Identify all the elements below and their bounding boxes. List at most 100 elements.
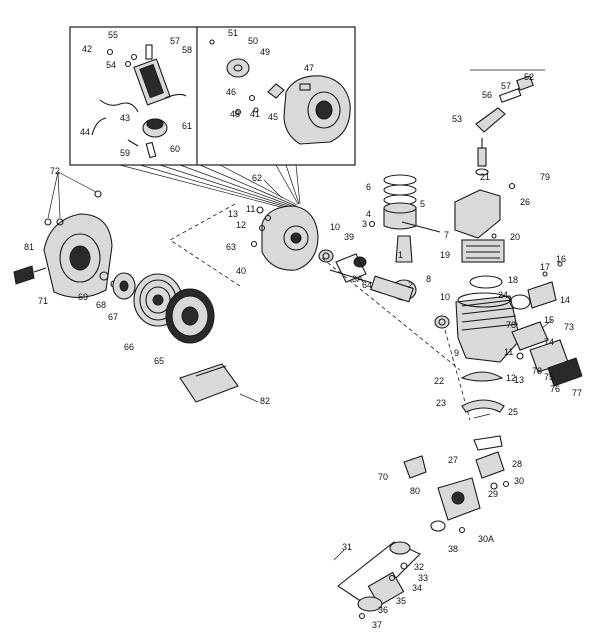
callout-33: 33 bbox=[418, 573, 428, 583]
callout-17: 17 bbox=[540, 262, 550, 272]
filter-element-35 bbox=[367, 571, 405, 607]
callout-57b: 57 bbox=[501, 81, 511, 91]
manual-82 bbox=[179, 363, 239, 403]
screw-79 bbox=[508, 182, 516, 190]
callout-69: 69 bbox=[78, 292, 88, 302]
callout-10b: 10 bbox=[440, 292, 450, 302]
washer-hole bbox=[233, 64, 243, 72]
ring-6b bbox=[383, 184, 417, 196]
callout-49: 49 bbox=[260, 47, 270, 57]
callout-41: 41 bbox=[250, 109, 260, 119]
muffler-group bbox=[509, 261, 583, 387]
crankshaft-64 bbox=[370, 275, 414, 303]
lead-wire bbox=[164, 93, 187, 99]
callout-27: 27 bbox=[448, 455, 458, 465]
callout-2: 2 bbox=[408, 280, 413, 290]
callout-60: 60 bbox=[170, 144, 180, 154]
gasket-74 bbox=[511, 321, 549, 351]
callout-82: 82 bbox=[260, 396, 270, 406]
callout-1: 1 bbox=[398, 250, 403, 260]
callout-12: 12 bbox=[236, 220, 246, 230]
carburetor-group bbox=[403, 451, 510, 534]
callout-7: 7 bbox=[444, 230, 449, 240]
leader-bundle bbox=[119, 164, 301, 211]
washer-11 bbox=[264, 214, 272, 222]
bearing-10a bbox=[318, 249, 334, 263]
callout-78b: 78 bbox=[532, 366, 542, 376]
screw-29 bbox=[490, 482, 498, 490]
cylinder-head-19 bbox=[461, 239, 505, 263]
screw-17 bbox=[542, 271, 548, 277]
washer-41 bbox=[253, 107, 259, 113]
callout-6: 6 bbox=[366, 182, 371, 192]
callout-11b: 11 bbox=[504, 347, 513, 357]
callout-64: 64 bbox=[362, 280, 372, 290]
gasket-27-plate bbox=[473, 435, 503, 451]
callout-13: 13 bbox=[228, 209, 238, 219]
wire-43 bbox=[99, 99, 139, 113]
fan-housing-group bbox=[209, 39, 351, 145]
callout-59: 59 bbox=[120, 148, 130, 158]
callout-54: 54 bbox=[106, 60, 116, 70]
cylinder-group bbox=[455, 292, 521, 363]
wire-44 bbox=[91, 117, 107, 136]
callout-70: 70 bbox=[378, 472, 388, 482]
callout-50: 50 bbox=[248, 36, 258, 46]
screw-34 bbox=[388, 574, 396, 582]
gasket-32 bbox=[389, 541, 411, 555]
ignition-module-group bbox=[91, 44, 187, 159]
crankcase-40 bbox=[261, 205, 319, 271]
callout-58: 58 bbox=[182, 45, 192, 55]
callout-42: 42 bbox=[82, 44, 92, 54]
callout-31: 31 bbox=[342, 542, 352, 552]
module-core bbox=[139, 63, 165, 99]
callout-23: 23 bbox=[436, 398, 446, 408]
gasket-38 bbox=[430, 520, 446, 532]
callout-63: 63 bbox=[226, 242, 236, 252]
callout-14: 14 bbox=[560, 295, 570, 305]
gasket-24 bbox=[509, 294, 531, 310]
callout-53: 53 bbox=[452, 114, 462, 124]
callout-39: 39 bbox=[344, 232, 354, 242]
callout-13b: 13 bbox=[514, 375, 524, 385]
callout-56: 56 bbox=[482, 90, 492, 100]
callout-43: 43 bbox=[120, 113, 130, 123]
inset-box bbox=[69, 26, 356, 166]
callout-81: 81 bbox=[24, 242, 34, 252]
filter-housing-31 bbox=[337, 541, 421, 607]
callout-34: 34 bbox=[412, 583, 422, 593]
bracket-45 bbox=[267, 83, 285, 99]
flywheel-65 bbox=[165, 288, 215, 344]
callout-10: 10 bbox=[330, 222, 340, 232]
insulator-23 bbox=[461, 399, 505, 413]
callout-57: 57 bbox=[170, 36, 180, 46]
callout-8: 8 bbox=[426, 274, 431, 284]
callout-36: 36 bbox=[378, 605, 388, 615]
callout-15: 15 bbox=[544, 315, 554, 325]
crankcase-group bbox=[250, 205, 319, 271]
screw-20 bbox=[491, 233, 497, 239]
callout-16: 16 bbox=[556, 254, 566, 264]
callout-51: 51 bbox=[228, 28, 238, 38]
callout-30a: 30A bbox=[478, 534, 494, 544]
callout-73: 73 bbox=[564, 322, 574, 332]
callout-72: 72 bbox=[50, 166, 60, 176]
callout-66: 66 bbox=[124, 342, 134, 352]
muffler-cover-77 bbox=[547, 357, 583, 387]
seal-12 bbox=[258, 224, 266, 232]
screw-13 bbox=[256, 206, 264, 214]
screw-16 bbox=[557, 261, 563, 267]
module-bracket bbox=[145, 44, 153, 60]
callout-47: 47 bbox=[304, 63, 314, 73]
wrist-pin-7 bbox=[401, 221, 441, 233]
screw-51 bbox=[209, 39, 215, 45]
air-filter-group bbox=[337, 541, 421, 620]
callout-35: 35 bbox=[396, 596, 406, 606]
spark-unit-top bbox=[146, 118, 164, 130]
crankshaft-group bbox=[329, 269, 417, 303]
washer-50 bbox=[226, 58, 250, 78]
callout-29: 29 bbox=[488, 489, 498, 499]
callout-28: 28 bbox=[512, 459, 522, 469]
housing-hub bbox=[315, 100, 333, 120]
callout-61: 61 bbox=[182, 121, 192, 131]
